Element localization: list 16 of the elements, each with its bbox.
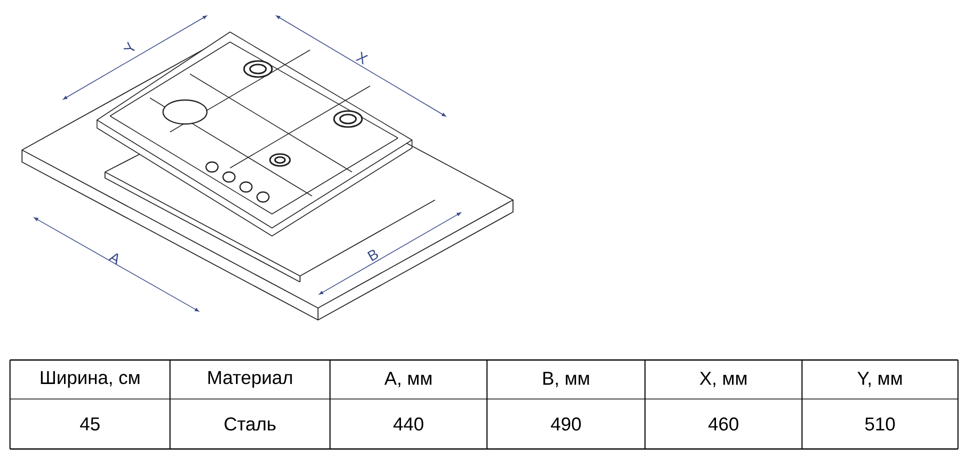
column-header: X, мм xyxy=(700,372,746,388)
table-value: 440 xyxy=(393,417,424,431)
column-header: A, мм xyxy=(384,372,432,388)
dimension-label: Y xyxy=(123,42,135,52)
column-header: Y, мм xyxy=(857,372,902,388)
table-value: 45 xyxy=(80,418,100,430)
table-value: 460 xyxy=(708,417,738,431)
dimension-label: X xyxy=(356,52,368,65)
column-header: Ширина, см xyxy=(40,371,140,388)
table-value: Сталь xyxy=(224,417,276,431)
table-value: 510 xyxy=(865,417,895,431)
dimension-label: B xyxy=(367,250,378,262)
column-header: Материал xyxy=(208,371,292,388)
column-header: B, мм xyxy=(543,372,589,388)
table-value: 490 xyxy=(550,417,581,431)
dimension-label: A xyxy=(108,253,118,265)
